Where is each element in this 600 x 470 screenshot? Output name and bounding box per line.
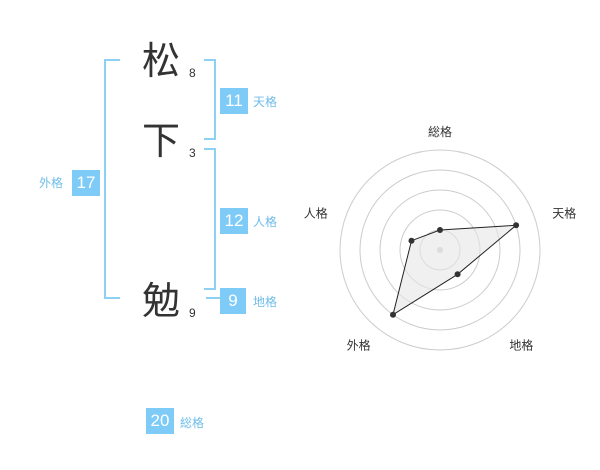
jinkaku-label: 人格: [253, 215, 278, 229]
stroke-count-2: 3: [189, 146, 196, 160]
tenkaku-label: 天格: [253, 95, 278, 109]
gaikaku-bracket: [104, 59, 120, 299]
name-char-3: 勉: [142, 279, 181, 323]
chikaku-connector: [206, 297, 220, 299]
radar-axis-label-4: 外格: [347, 338, 371, 353]
gaikaku-value: 17: [72, 170, 100, 196]
tenkaku-value: 11: [220, 88, 248, 114]
name-char-2: 下: [142, 119, 181, 163]
chikaku-label: 地格: [253, 295, 278, 309]
radar-axis-label-1: 総格: [428, 124, 452, 139]
tenkaku-bracket: [204, 59, 216, 140]
gaikaku-label: 外格: [39, 176, 64, 190]
radar-ring: [379, 189, 501, 311]
radar-ring: [359, 169, 521, 331]
radar-point-4: [390, 311, 396, 318]
radar-point-3: [454, 271, 461, 278]
radar-point-1: [437, 227, 443, 233]
radar-point-2: [513, 222, 520, 229]
chikaku-value: 9: [220, 288, 246, 314]
radar-axis-label-3: 地格: [509, 338, 533, 353]
radar-axis-label-5: 人格: [304, 206, 328, 221]
jinkaku-value: 12: [220, 208, 248, 234]
soukaku-label: 総格: [180, 416, 205, 430]
name-char-1: 松: [142, 39, 181, 83]
radar-ring: [339, 149, 541, 351]
jinkaku-bracket: [204, 148, 216, 290]
radar-point-5: [408, 237, 415, 244]
soukaku-value: 20: [146, 408, 174, 434]
radar-axis-label-2: 天格: [552, 206, 576, 221]
radar-area: [392, 224, 518, 316]
stroke-count-3: 9: [189, 306, 196, 320]
stroke-count-1: 8: [189, 66, 196, 80]
